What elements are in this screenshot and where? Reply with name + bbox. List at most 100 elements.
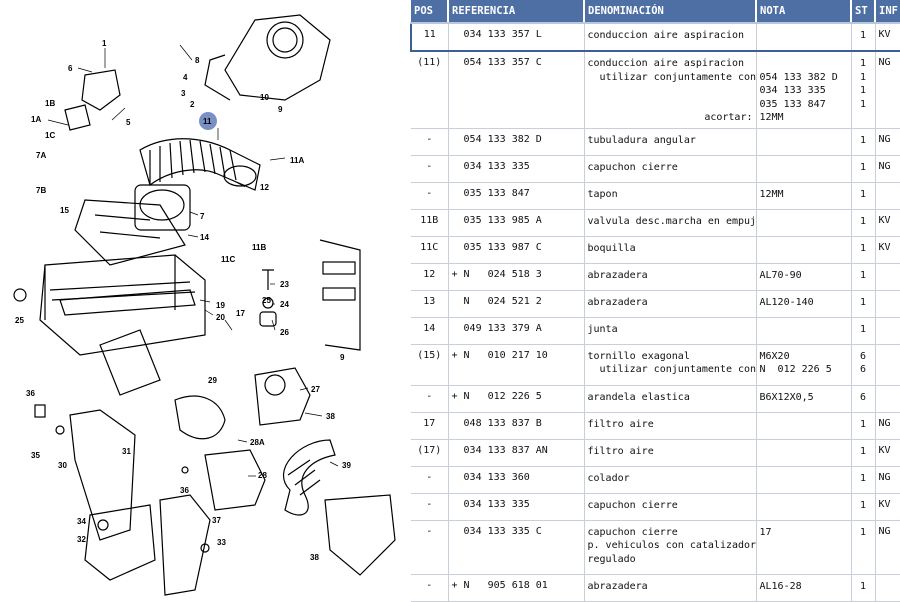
cell-nota-line: AL16-28 bbox=[759, 580, 802, 592]
cell-st-line: 1 bbox=[859, 58, 867, 69]
cell-nota: M6X20 N 012 226 5 bbox=[756, 344, 852, 386]
cell-nota-line bbox=[760, 445, 848, 459]
svg-text:34: 34 bbox=[77, 517, 86, 526]
svg-text:5: 5 bbox=[126, 118, 131, 127]
cell-st-line: 6 bbox=[859, 364, 867, 375]
cell-den: colador bbox=[584, 466, 757, 494]
header-den[interactable]: DENOMINACIÓN bbox=[584, 0, 757, 24]
cell-pos: 12 bbox=[411, 263, 449, 291]
cell-nota: 12MM bbox=[756, 182, 852, 210]
cell-pos: 17 bbox=[411, 412, 449, 440]
svg-text:11: 11 bbox=[203, 117, 212, 126]
cell-den-line bbox=[588, 98, 753, 112]
cell-nota-line: N 012 226 5 bbox=[759, 364, 832, 375]
svg-text:2: 2 bbox=[190, 100, 195, 109]
cell-nota-line: AL120-140 bbox=[759, 296, 814, 308]
svg-text:1: 1 bbox=[102, 39, 107, 48]
cell-den-line: utilizar conjuntamente con: bbox=[587, 364, 756, 375]
cell-st-line: 1 bbox=[859, 98, 867, 110]
cell-ref: 034 133 357 L bbox=[448, 22, 585, 52]
svg-text:28A: 28A bbox=[250, 438, 265, 447]
svg-text:7A: 7A bbox=[36, 151, 46, 160]
cell-nota: AL70-90 bbox=[756, 263, 852, 291]
cell-st-line: 1 bbox=[859, 418, 867, 430]
cell-nota: AL16-28 bbox=[756, 574, 852, 602]
cell-nota-line bbox=[760, 418, 848, 432]
cell-inf bbox=[875, 574, 900, 602]
cell-nota bbox=[756, 466, 852, 494]
cell-den: tapon bbox=[584, 182, 757, 210]
header-inf[interactable]: INF bbox=[875, 0, 900, 24]
svg-text:25: 25 bbox=[15, 316, 24, 325]
cell-den: conduccion aire aspiracion utilizar conj… bbox=[584, 51, 757, 129]
cell-st-line: 1 bbox=[859, 526, 867, 538]
cell-st: 1 bbox=[851, 263, 876, 291]
cell-pos: - bbox=[411, 182, 449, 210]
cell-nota: AL120-140 bbox=[756, 290, 852, 318]
cell-ref: 034 133 360 bbox=[448, 466, 585, 494]
cell-st: 1 bbox=[851, 574, 876, 602]
cell-st-line: 1 bbox=[859, 188, 867, 200]
cell-nota-line: 035 133 847 bbox=[759, 98, 826, 110]
cell-nota-line bbox=[760, 215, 848, 229]
header-pos[interactable]: POS bbox=[411, 0, 449, 24]
cell-nota bbox=[756, 155, 852, 183]
cell-den: valvula desc.marcha en empuje bbox=[584, 209, 757, 237]
cell-nota-line bbox=[760, 323, 848, 337]
svg-text:17: 17 bbox=[236, 309, 245, 318]
cell-st: 1 bbox=[851, 290, 876, 318]
cell-st: 1 bbox=[851, 22, 876, 52]
cell-den-line: acortar: bbox=[704, 112, 753, 123]
svg-text:10: 10 bbox=[260, 93, 269, 102]
svg-text:38: 38 bbox=[326, 412, 335, 421]
header-st[interactable]: ST bbox=[851, 0, 876, 24]
cell-ref: 034 133 335 C bbox=[448, 520, 585, 575]
cell-st: 1 bbox=[851, 236, 876, 264]
cell-den-line: capuchon cierre bbox=[587, 161, 678, 173]
header-ref[interactable]: REFERENCIA bbox=[448, 0, 585, 24]
cell-nota bbox=[756, 317, 852, 345]
cell-nota-line bbox=[760, 539, 848, 553]
cell-st-line: 1 bbox=[859, 215, 867, 227]
svg-text:1B: 1B bbox=[45, 99, 55, 108]
cell-den: filtro aire bbox=[584, 412, 757, 440]
header-nota[interactable]: NOTA bbox=[756, 0, 852, 24]
parts-diagram: 6 1 1B 1A 1C 5 7A 7B 15 8 4 3 2 9 10 11 … bbox=[13, 14, 396, 596]
cell-den-line: abrazadera bbox=[587, 580, 648, 592]
cell-nota-line: M6X20 bbox=[759, 350, 790, 362]
svg-text:23: 23 bbox=[280, 280, 289, 289]
cell-pos: - bbox=[411, 520, 449, 575]
cell-st-line: 1 bbox=[859, 161, 867, 173]
svg-text:27: 27 bbox=[311, 385, 320, 394]
cell-den-line: conduccion aire aspiracion bbox=[587, 30, 745, 41]
cell-inf: NG bbox=[875, 128, 900, 156]
cell-den-line: tapon bbox=[587, 188, 618, 200]
parts-table-container: POS REFERENCIA DENOMINACIÓN NOTA ST INF … bbox=[410, 0, 900, 602]
cell-st-line: 1 bbox=[859, 269, 867, 281]
cell-pos: (11) bbox=[411, 51, 449, 129]
cell-den-line: arandela elastica bbox=[587, 391, 690, 403]
cell-pos: - bbox=[411, 574, 449, 602]
cell-nota bbox=[756, 439, 852, 467]
cell-inf bbox=[875, 290, 900, 318]
cell-ref: 054 133 357 C bbox=[448, 51, 585, 129]
